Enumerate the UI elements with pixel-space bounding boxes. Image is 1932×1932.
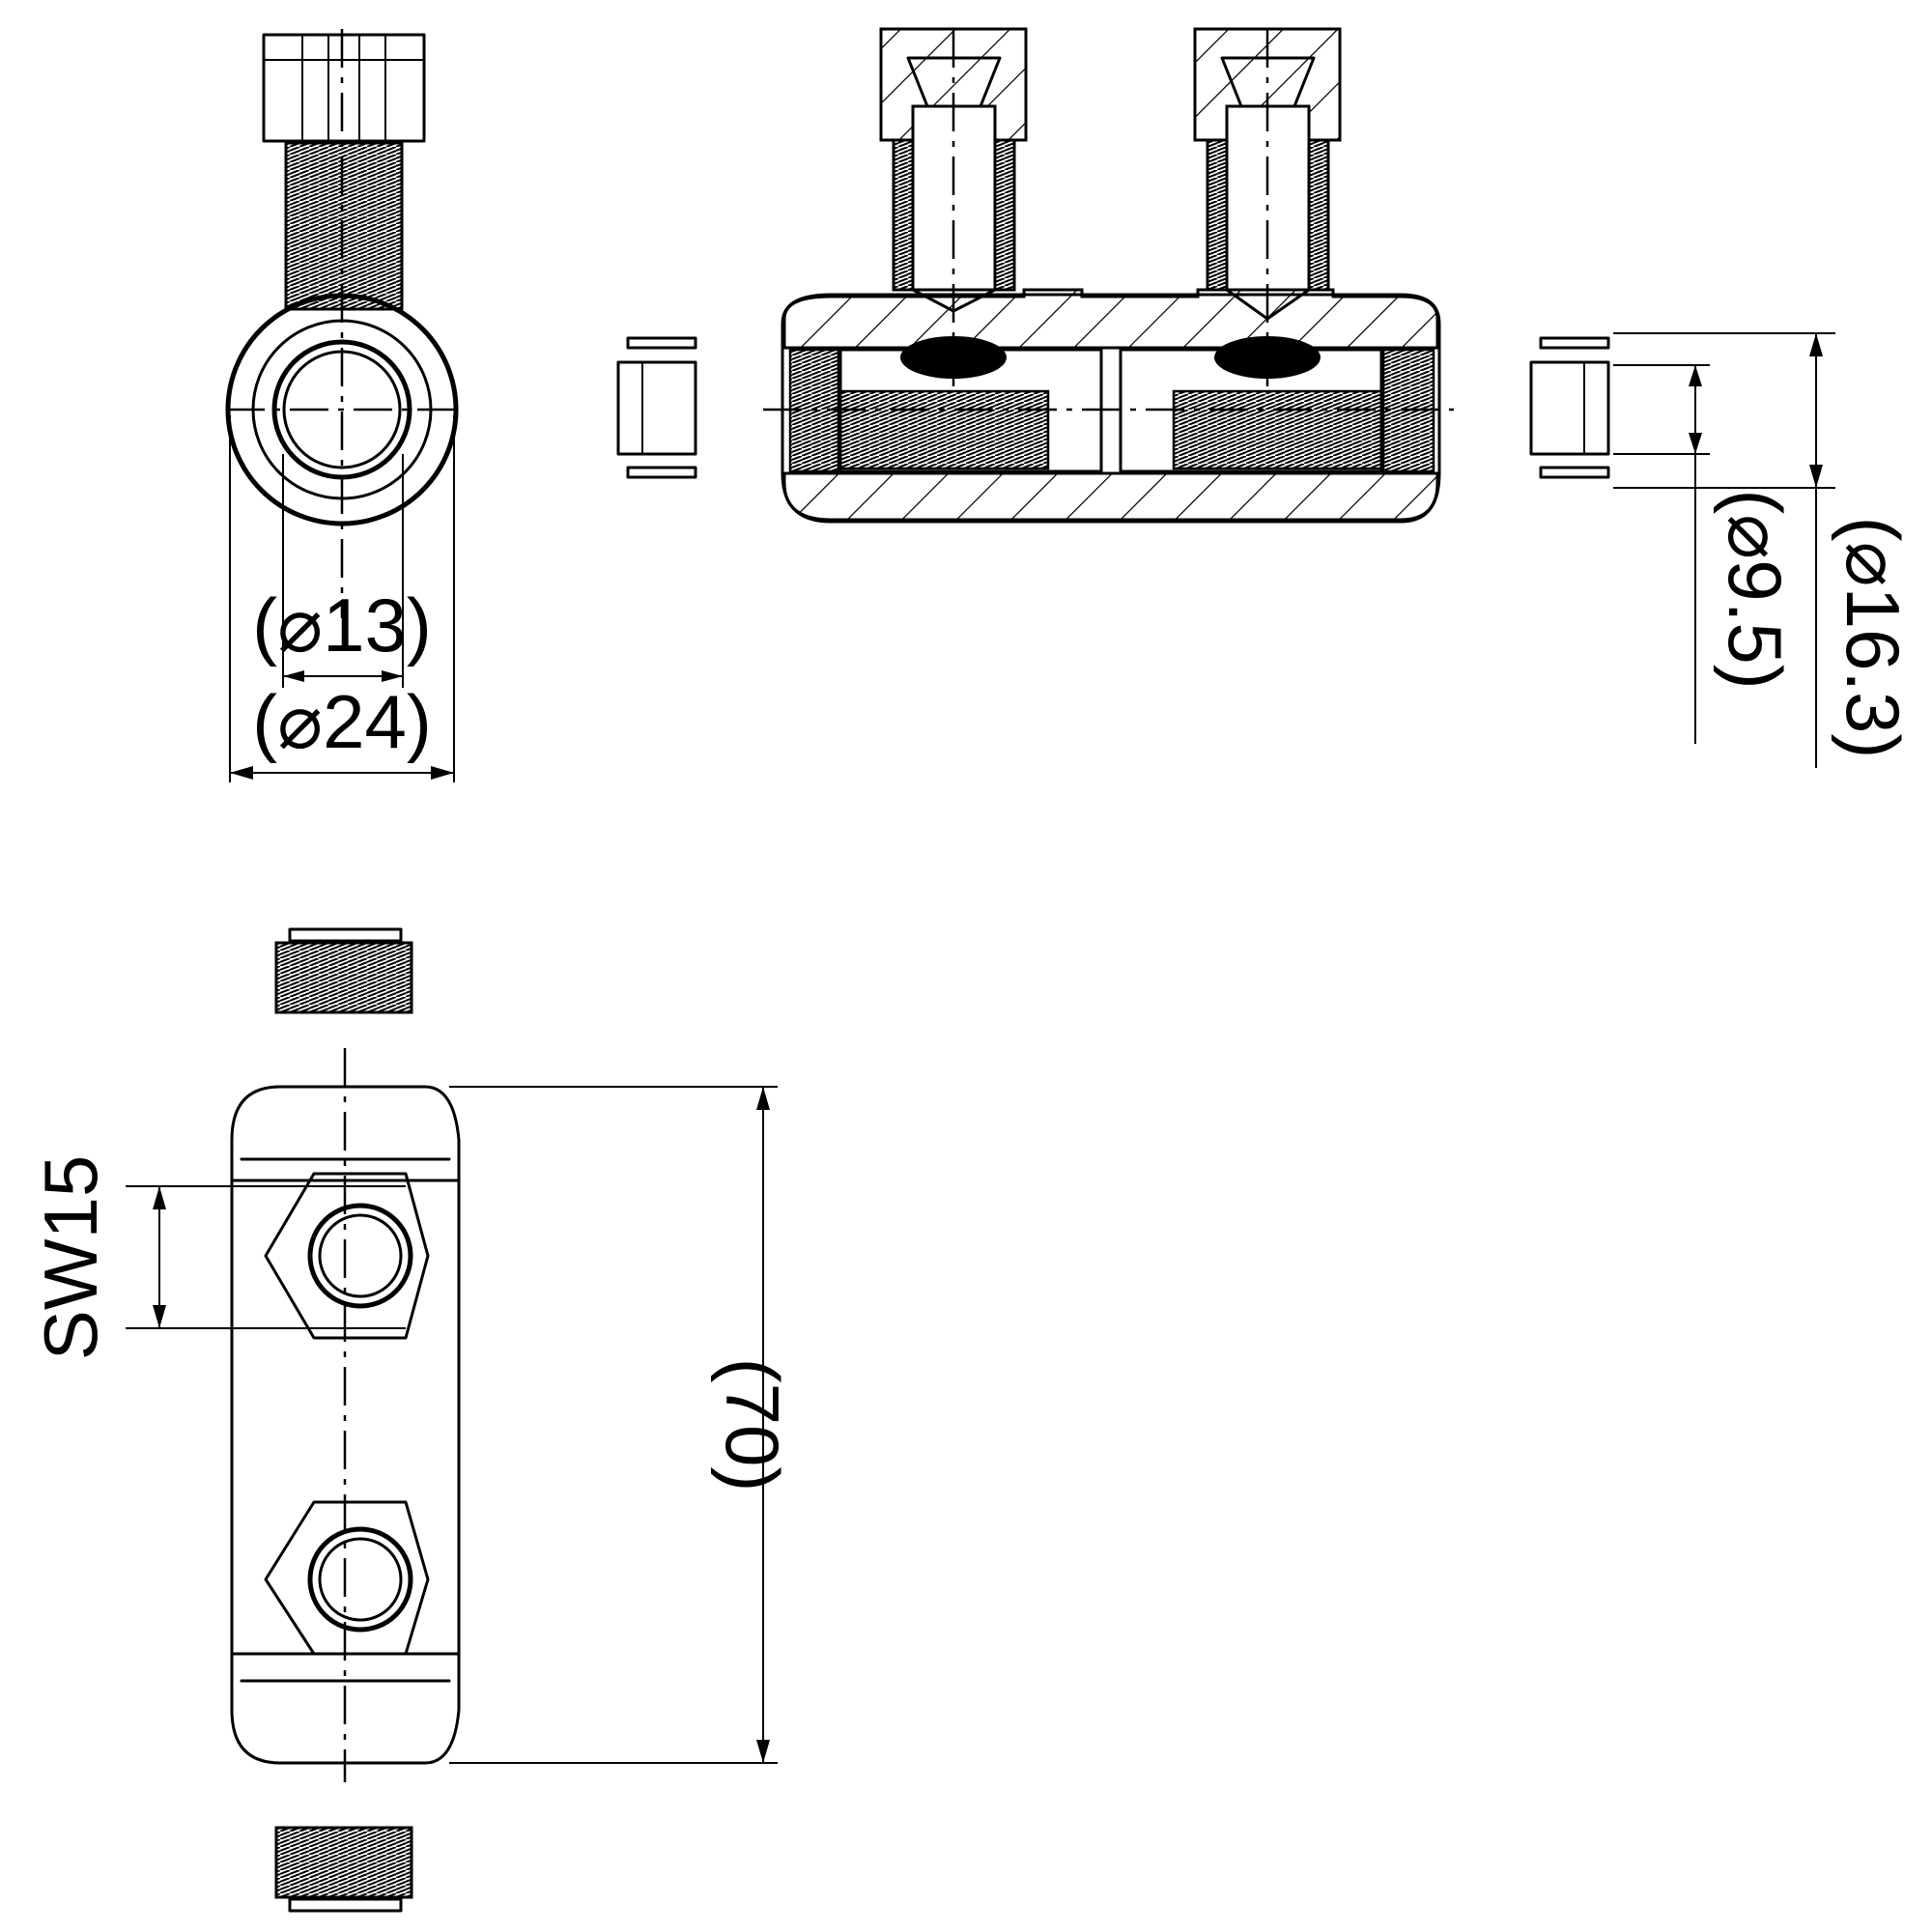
bottom-plug bbox=[274, 1826, 413, 1913]
coupler-body-top bbox=[230, 1085, 461, 1765]
dim-inner-diameter: (⌀13) bbox=[252, 582, 432, 668]
section-view: (⌀9.5) (⌀16.3) bbox=[616, 27, 1916, 768]
hex-nut-upper bbox=[264, 1172, 430, 1340]
top-plug bbox=[274, 927, 413, 1014]
dim-plug-outer-diameter: (⌀16.3) bbox=[1831, 517, 1916, 759]
dim-wrench-size: SW15 bbox=[28, 1155, 113, 1360]
dim-outer-diameter: (⌀24) bbox=[252, 679, 432, 764]
end-view: (⌀13) (⌀24) bbox=[225, 29, 462, 782]
right-shear-bolt bbox=[1193, 27, 1342, 396]
bolt-head bbox=[262, 33, 426, 143]
dim-overall-length: (70) bbox=[710, 1358, 795, 1492]
left-shear-bolt bbox=[879, 27, 1028, 396]
left-plug bbox=[616, 336, 697, 479]
right-plug bbox=[1529, 336, 1610, 479]
top-view: SW15 (70) bbox=[28, 927, 795, 1913]
bolt-thread bbox=[284, 141, 404, 311]
hex-nut-lower bbox=[264, 1500, 430, 1656]
dim-plug-inner-diameter: (⌀9.5) bbox=[1713, 489, 1798, 689]
